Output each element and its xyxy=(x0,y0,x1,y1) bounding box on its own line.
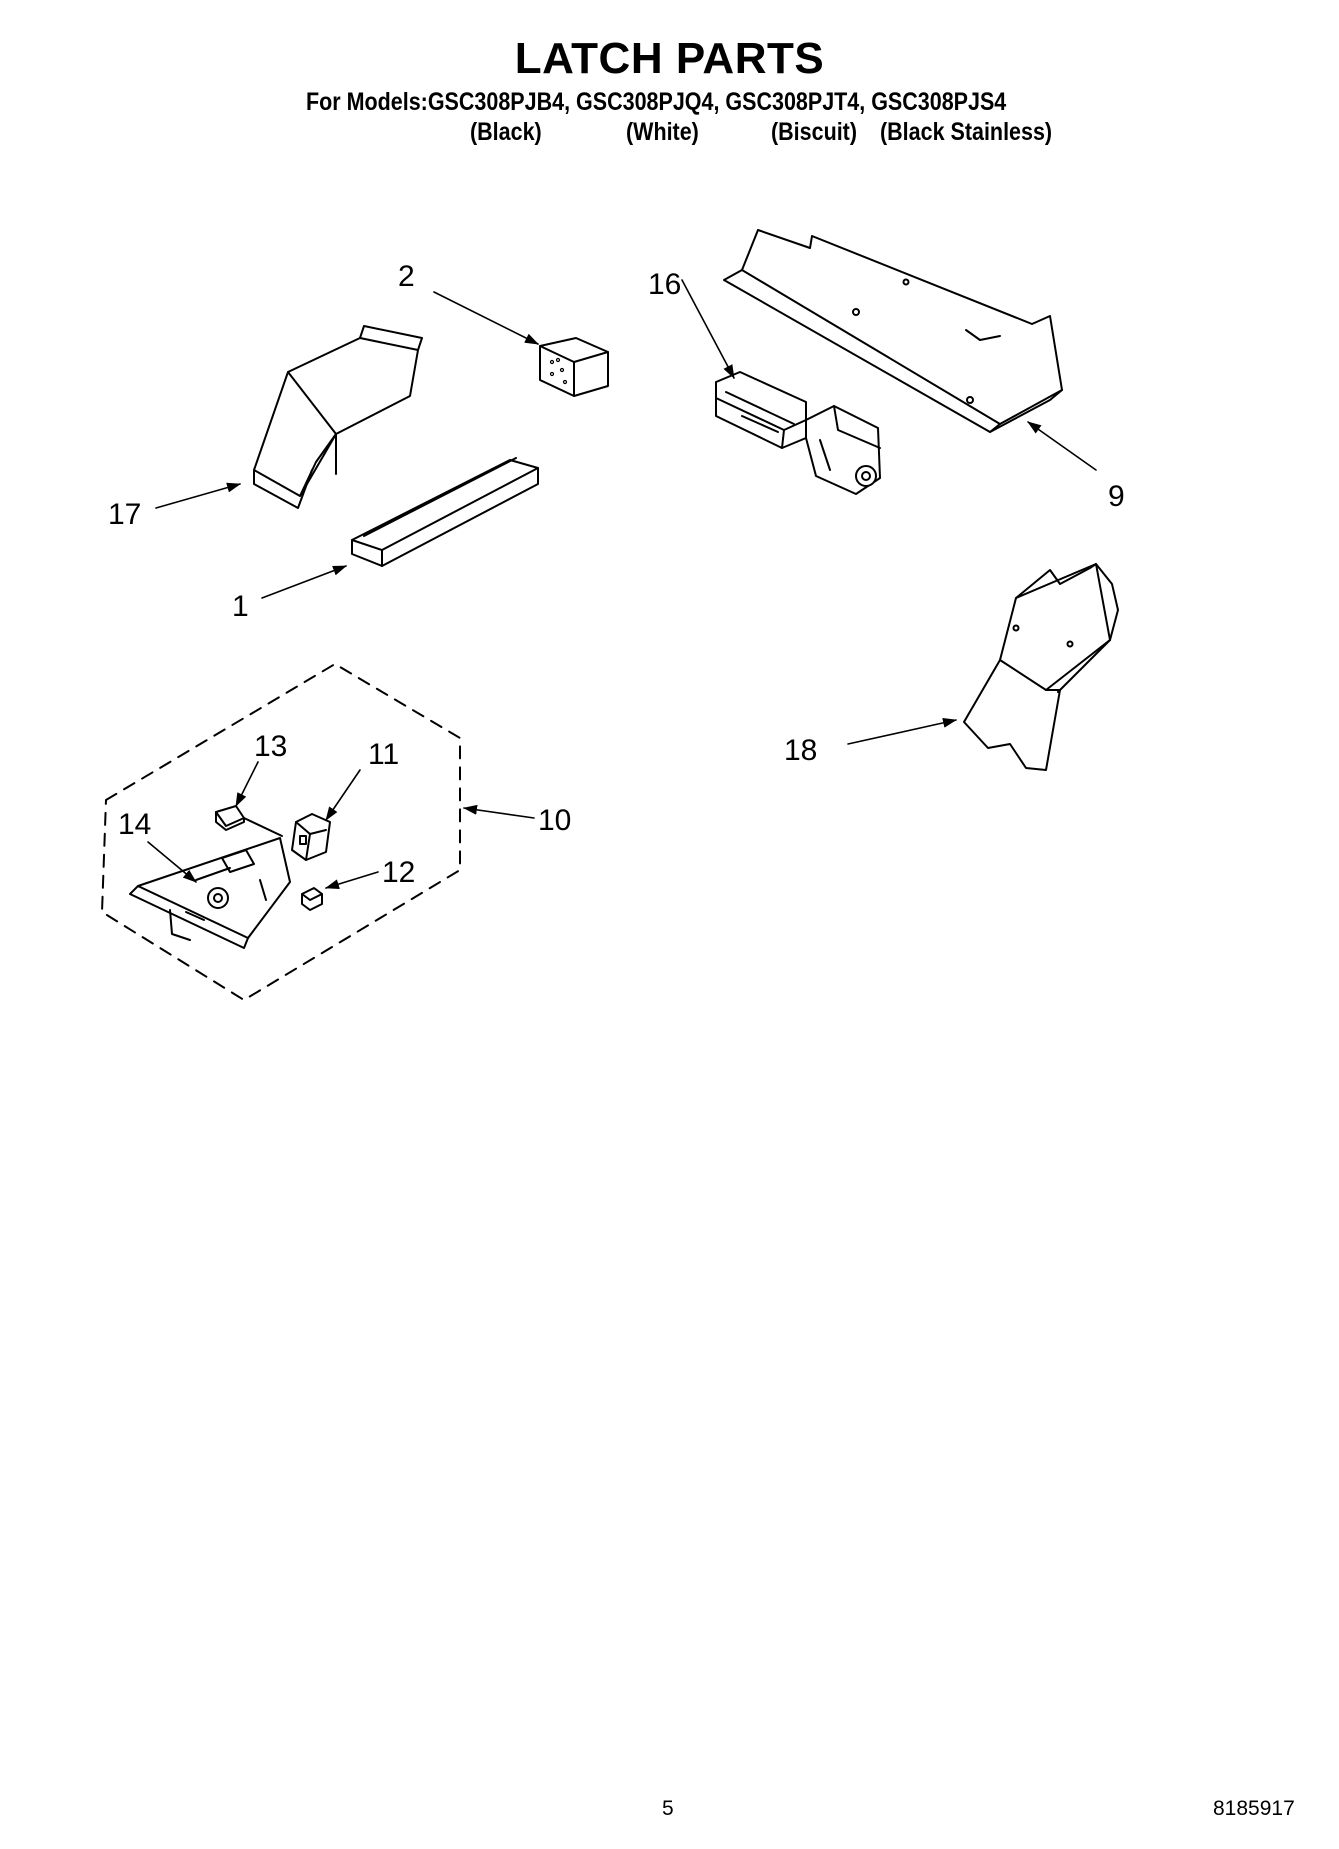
callout-9: 9 xyxy=(1108,480,1125,513)
leader-2 xyxy=(433,291,539,345)
color-black: (Black) xyxy=(470,118,542,146)
models-line: For Models:GSC308PJB4, GSC308PJQ4, GSC30… xyxy=(306,88,1007,116)
leader-9 xyxy=(1027,421,1097,471)
callout-13: 13 xyxy=(254,730,287,763)
callout-10: 10 xyxy=(538,804,571,837)
color-black-stainless: (Black Stainless) xyxy=(880,118,1053,146)
leader-12 xyxy=(325,871,379,889)
part-17-latch-cover xyxy=(253,325,423,509)
leader-14 xyxy=(147,841,197,883)
leader-16 xyxy=(681,279,735,379)
leader-1 xyxy=(261,565,347,599)
part-2-block xyxy=(539,337,609,397)
part-9-shield xyxy=(723,229,1063,433)
document-number: 8185917 xyxy=(1213,1797,1295,1820)
callout-14: 14 xyxy=(118,808,151,841)
part-18-bracket xyxy=(963,563,1119,771)
page-title: LATCH PARTS xyxy=(514,34,825,83)
callout-1: 1 xyxy=(232,590,249,623)
leader-11 xyxy=(325,769,361,821)
callout-2: 2 xyxy=(398,260,415,293)
part-13-switch xyxy=(215,805,283,837)
callout-18: 18 xyxy=(784,734,817,767)
part-1-latch-rail xyxy=(351,457,539,567)
callout-12: 12 xyxy=(382,856,415,889)
callout-16: 16 xyxy=(648,268,681,301)
leader-17 xyxy=(155,482,241,509)
callout-11: 11 xyxy=(368,738,399,771)
callout-17: 17 xyxy=(108,498,141,531)
leader-13 xyxy=(235,761,259,807)
part-14-base-assembly xyxy=(129,837,291,949)
part-11-switch xyxy=(291,813,331,861)
part-16-latch-assembly xyxy=(715,371,881,495)
page-number: 5 xyxy=(662,1797,674,1820)
leader-10 xyxy=(463,804,535,819)
part-12-connector xyxy=(301,887,323,911)
color-biscuit: (Biscuit) xyxy=(771,118,857,146)
leader-18 xyxy=(847,717,957,745)
color-white: (White) xyxy=(626,118,699,146)
